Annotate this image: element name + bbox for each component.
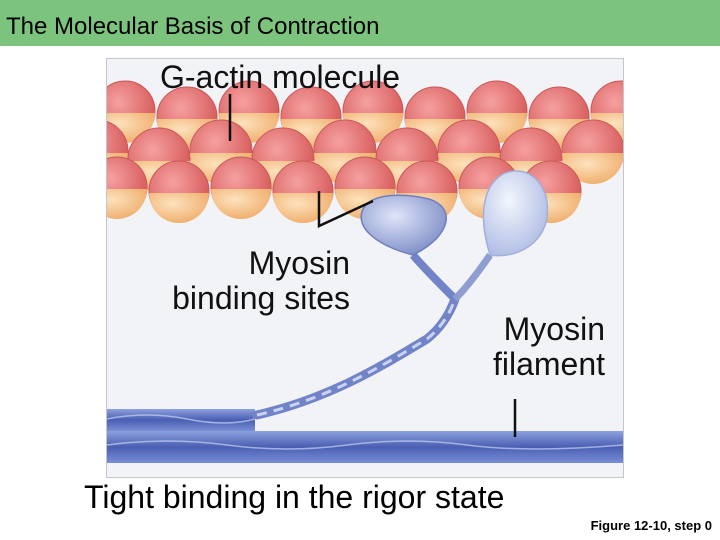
g-actin-label: G-actin molecule (160, 60, 400, 95)
figure-caption: Tight binding in the rigor state (84, 479, 505, 515)
actin-monomer (272, 160, 334, 223)
myosin-tail (252, 294, 460, 420)
sarcomere-illustration (106, 58, 624, 478)
myosin-binding-label-line1: Myosin (248, 245, 350, 281)
myosin-binding-sites-label: Myosin binding sites (115, 246, 350, 316)
thick-filament-lower-band (107, 431, 623, 463)
thick-filament-upper-band (107, 409, 255, 431)
binding-site-pointer (317, 191, 374, 228)
figure-reference: Figure 12-10, step 0 (590, 518, 712, 533)
myosin-molecule (107, 170, 623, 463)
myosin-tail-twist (256, 298, 457, 417)
myosin-neck-1 (409, 252, 458, 302)
myosin-head-bound (360, 194, 447, 256)
filament-texture (107, 414, 623, 450)
diagram-canvas (107, 80, 623, 463)
actin-monomer (148, 160, 210, 223)
actin-monomer (561, 119, 623, 184)
myosin-filament-label-line1: Myosin (503, 311, 605, 347)
slide-title: The Molecular Basis of Contraction (6, 13, 380, 40)
actin-monomer (107, 156, 148, 219)
title-bar: The Molecular Basis of Contraction (0, 0, 720, 46)
actin-monomer (210, 156, 272, 219)
actin-filament (107, 80, 623, 223)
myosin-filament-label-line2: filament (492, 346, 605, 382)
myosin-head-unbound (482, 170, 549, 257)
myosin-binding-label-line2: binding sites (172, 280, 350, 316)
label-pointers (228, 94, 517, 437)
myosin-filament-label: Myosin filament (455, 312, 605, 382)
g-actin-label-text: G-actin molecule (160, 59, 401, 95)
myosin-neck-2 (452, 253, 493, 302)
